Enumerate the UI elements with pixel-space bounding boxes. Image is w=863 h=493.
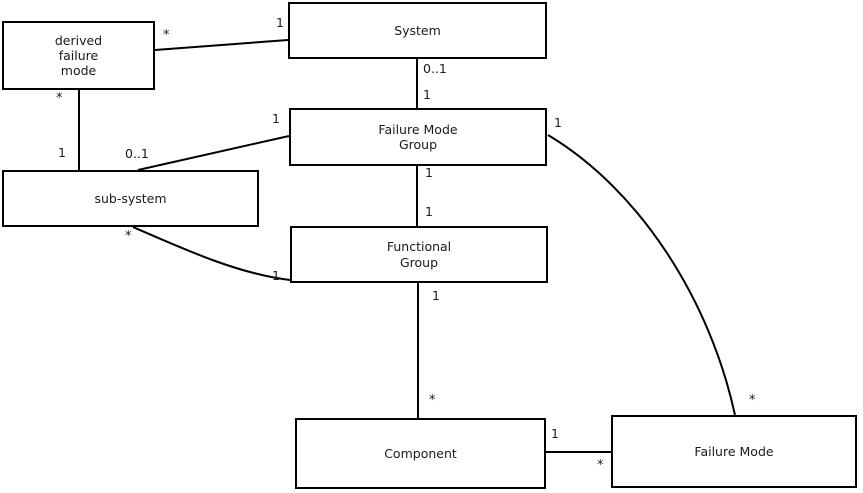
class-box-failure-mode-group[interactable]: Failure Mode Group	[289, 108, 547, 166]
multiplicity-label-m-system-fmg-zeroone: 0..1	[423, 61, 447, 76]
class-name-functional-group: Functional Group	[386, 239, 452, 270]
class-box-sub-system[interactable]: sub-system	[2, 170, 259, 227]
multiplicity-label-m-fg-subsys-one: 1	[272, 268, 280, 283]
multiplicity-label-m-system-dfm-one: 1	[276, 15, 284, 30]
multiplicity-label-m-fg-fmg-one: 1	[425, 204, 433, 219]
class-box-component[interactable]: Component	[295, 418, 546, 489]
class-box-failure-mode[interactable]: Failure Mode	[611, 415, 857, 488]
edge-group	[78, 39, 736, 453]
multiplicity-label-m-dfm-system-star: *	[163, 28, 170, 43]
class-name-system: System	[394, 22, 441, 38]
association-edge-failure-mode-group--failure-mode	[547, 134, 736, 416]
class-name-failure-mode-group: Failure Mode Group	[378, 121, 458, 152]
class-box-system[interactable]: System	[288, 2, 547, 59]
multiplicity-label-m-comp-fg-star: *	[429, 393, 436, 408]
multiplicity-label-m-fmg-system-one: 1	[423, 87, 431, 102]
class-name-failure-mode: Failure Mode	[694, 443, 774, 459]
class-name-sub-system: sub-system	[94, 190, 167, 206]
association-edge-derived-failure-mode--system	[154, 39, 289, 51]
multiplicity-label-m-fmg-fm-one: 1	[554, 115, 562, 130]
multiplicity-label-m-subsys-fmg-zeroone: 0..1	[125, 146, 149, 161]
multiplicity-label-m-fm-comp-star: *	[597, 458, 604, 473]
class-name-component: Component	[384, 445, 457, 461]
multiplicity-label-m-fm-fmg-star: *	[749, 393, 756, 408]
multiplicity-label-m-dfm-subsys-star: *	[56, 91, 63, 106]
association-edge-sub-system--failure-mode-group	[137, 135, 290, 171]
multiplicity-label-m-fmg-fg-one: 1	[425, 165, 433, 180]
association-edge-sub-system--functional-group	[132, 226, 291, 281]
multiplicity-label-m-subsys-fg-star: *	[125, 229, 132, 244]
multiplicity-label-m-fg-comp-one: 1	[432, 288, 440, 303]
multiplicity-label-m-comp-fm-one: 1	[551, 426, 559, 441]
class-box-derived-failure-mode[interactable]: derived failure mode	[2, 21, 155, 90]
class-name-derived-failure-mode: derived failure mode	[54, 32, 103, 79]
multiplicity-label-m-fmg-subsys-one: 1	[272, 111, 280, 126]
multiplicity-label-m-subsys-dfm-one: 1	[58, 145, 66, 160]
class-box-functional-group[interactable]: Functional Group	[290, 226, 548, 283]
